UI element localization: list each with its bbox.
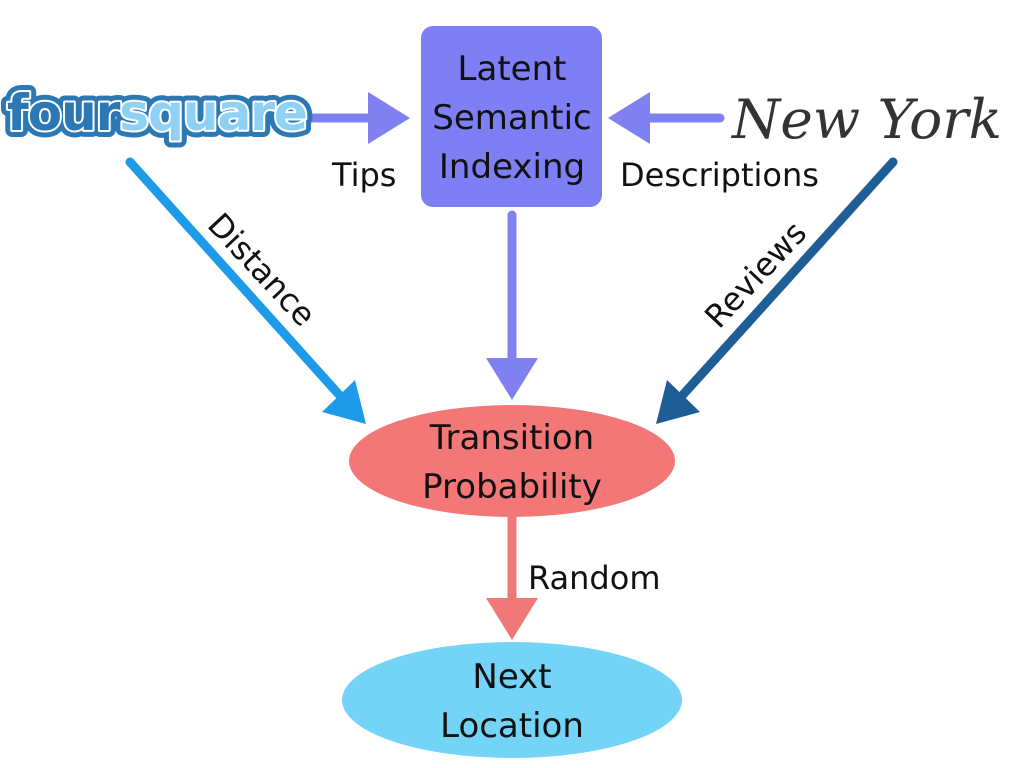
next-line-2: Location: [440, 706, 584, 746]
random-arrow: [486, 513, 538, 640]
descriptions-label: Descriptions: [620, 156, 819, 194]
lsi-line-3: Indexing: [439, 147, 585, 187]
transition-line-2: Probability: [422, 467, 602, 507]
new-york-logo: New York: [730, 88, 1002, 151]
svg-text:foursquare: foursquare: [7, 84, 307, 142]
lsi-node: Latent Semantic Indexing: [421, 26, 602, 207]
tips-label: Tips: [331, 156, 396, 194]
next-location-node: Next Location: [342, 642, 682, 758]
next-line-1: Next: [472, 657, 551, 697]
svg-text:New York: New York: [730, 88, 1002, 151]
foursquare-logo: foursquare foursquare foursquare: [0, 77, 315, 149]
tips-arrow: [280, 92, 410, 144]
lsi-line-1: Latent: [458, 49, 567, 89]
svg-text:foursquare: foursquare: [7, 84, 307, 142]
distance-arrow: [125, 157, 366, 424]
reviews-arrow: [656, 157, 898, 424]
descriptions-arrow: [608, 92, 725, 144]
transition-node: Transition Probability: [349, 405, 675, 517]
svg-text:foursquare: foursquare: [7, 84, 307, 142]
lsi-to-transition-arrow: [486, 210, 538, 400]
transition-line-1: Transition: [429, 418, 594, 458]
random-label: Random: [528, 559, 660, 597]
lsi-line-2: Semantic: [432, 98, 591, 138]
